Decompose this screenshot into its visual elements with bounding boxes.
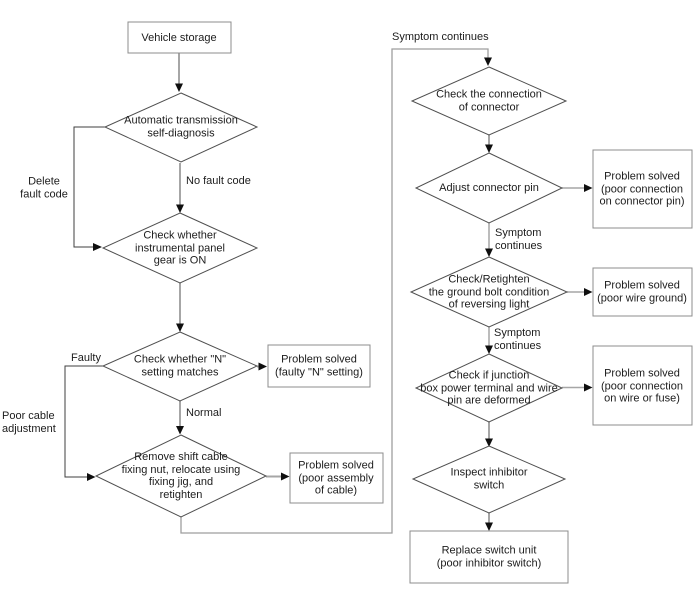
node-replace-switch-unit-box xyxy=(409,530,569,584)
edge-delete-fault-loop xyxy=(73,126,105,251)
edge-adjust-to-ground xyxy=(485,223,493,257)
edge-connector-to-adjust xyxy=(485,135,493,153)
edge-adjust-to-solved-pin xyxy=(562,184,593,192)
node-vehicle-storage-box xyxy=(127,21,232,54)
label-symptom-continues-main: Symptom continues xyxy=(392,31,489,43)
node-replace-switch-unit-label: Replace switch unit (poor inhibitor swit… xyxy=(436,544,542,570)
label-no-fault-code: No fault code xyxy=(186,175,251,187)
node-inspect-inhibitor-diamond xyxy=(411,445,567,514)
node-remove-shift-cable-diamond xyxy=(94,434,268,518)
node-solved-n-setting-box xyxy=(267,344,371,388)
node-check-connector-diamond xyxy=(410,66,568,136)
node-solved-cable-assembly-label: Problem solved (poor assembly of cable) xyxy=(298,459,374,497)
edge-junction-to-solved-fuse xyxy=(562,383,593,392)
edge-junction-to-inspect xyxy=(485,422,493,447)
node-adjust-connector-pin-label: Adjust connector pin xyxy=(439,181,539,194)
edge-n-setting-to-remove xyxy=(176,401,184,435)
node-self-diagnosis-label: Automatic transmission self-diagnosis xyxy=(124,114,238,140)
node-check-panel-gear-label: Check whether instrumental panel gear is… xyxy=(135,229,225,267)
edge-inspect-to-replace xyxy=(485,513,493,531)
label-symptom-continues-3: Symptom continues xyxy=(494,327,542,352)
edge-faulty-branch xyxy=(64,365,104,481)
edge-remove-to-solved-cable xyxy=(266,472,290,481)
edge-ground-to-junction xyxy=(485,327,493,354)
node-self-diagnosis-diamond xyxy=(103,92,259,163)
node-solved-connector-pin-box xyxy=(592,149,693,229)
node-check-n-setting-label: Check whether "N" setting matches xyxy=(133,353,227,379)
edge-n-setting-to-solved xyxy=(257,362,267,371)
label-normal: Normal xyxy=(186,407,222,419)
node-inspect-inhibitor-label: Inspect inhibitor switch xyxy=(450,466,528,492)
node-remove-shift-cable-label: Remove shift cable fixing nut, relocate … xyxy=(121,451,241,501)
node-check-n-setting-diamond xyxy=(101,331,259,402)
node-solved-wire-fuse-label: Problem solved (poor connection on wire … xyxy=(601,367,683,405)
label-symptom-continues-2: Symptom continues xyxy=(495,227,543,252)
node-solved-cable-assembly-box xyxy=(289,452,384,504)
edge-diagnosis-to-panel xyxy=(176,163,184,213)
edge-panel-to-n-setting xyxy=(176,283,184,332)
label-faulty: Faulty xyxy=(71,352,101,364)
node-check-junction-box-label: Check if junction box power terminal and… xyxy=(420,369,558,407)
node-check-panel-gear-diamond xyxy=(101,212,259,284)
edge-start-to-diagnosis xyxy=(175,53,183,92)
node-check-ground-bolt-label: Check/Retighten the ground bolt conditio… xyxy=(428,273,550,311)
node-check-connector-label: Check the connection of connector xyxy=(436,88,542,114)
node-vehicle-storage-label: Vehicle storage xyxy=(141,31,217,44)
node-check-ground-bolt-diamond xyxy=(409,256,569,328)
label-delete-fault-code: Delete fault code xyxy=(20,175,68,201)
node-solved-wire-ground-box xyxy=(592,267,693,317)
label-poor-cable-adjustment: Poor cable adjustment xyxy=(2,410,56,435)
node-solved-wire-ground-label: Problem solved (poor wire ground) xyxy=(597,279,687,305)
edge-remove-to-check-connector xyxy=(180,48,492,534)
node-solved-n-setting-label: Problem solved (faulty "N" setting) xyxy=(275,353,363,379)
node-check-junction-box-diamond xyxy=(414,353,564,423)
node-adjust-connector-pin-diamond xyxy=(414,152,564,224)
node-solved-wire-fuse-box xyxy=(592,345,693,426)
node-solved-connector-pin-label: Problem solved (poor connection on conne… xyxy=(599,170,685,208)
edge-ground-to-solved-ground xyxy=(567,288,593,296)
